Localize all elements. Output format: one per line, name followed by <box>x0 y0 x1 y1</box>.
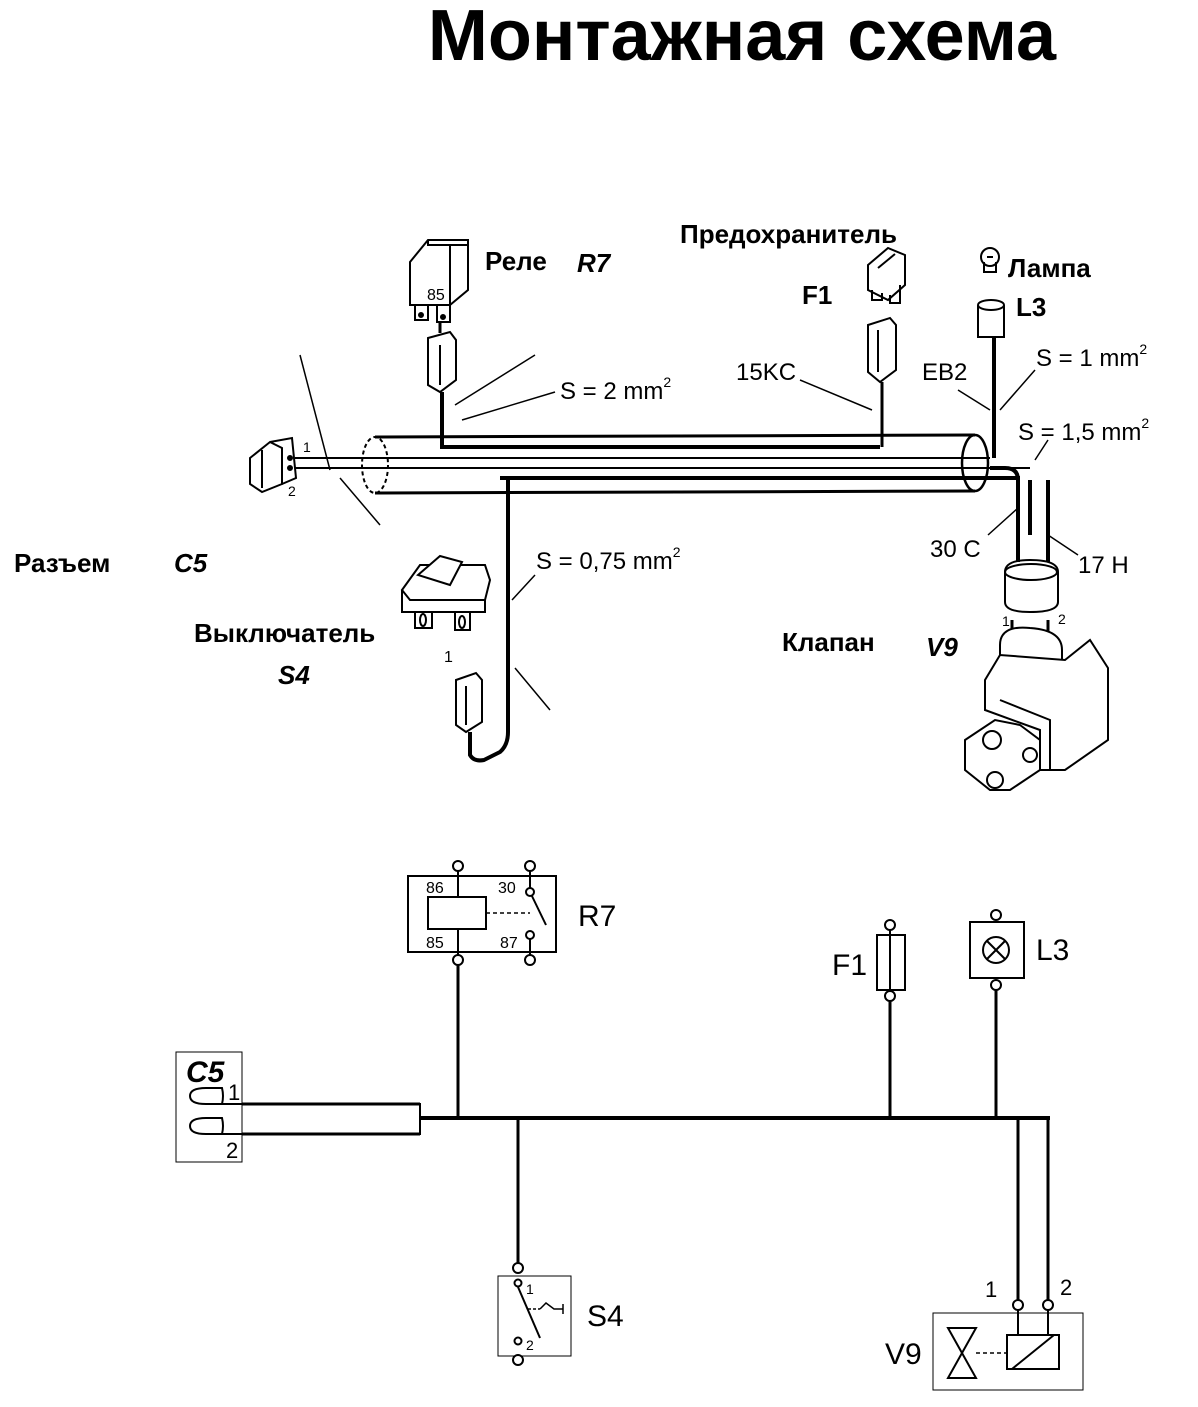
schematic-drawing <box>175 860 1084 1391</box>
coil-symbol <box>1006 1310 1060 1370</box>
schematic-connector <box>175 1051 420 1163</box>
valve-symbol <box>946 1327 978 1379</box>
switch-connector <box>455 480 510 763</box>
lamp-socket-icon <box>977 299 1005 458</box>
valve-wire-b: 17 H <box>1078 552 1129 579</box>
relay-word: Реле <box>485 246 547 276</box>
lamp-bulb-icon <box>980 247 1000 273</box>
lamp-code: L3 <box>1016 292 1046 322</box>
switch-code: S4 <box>278 660 310 690</box>
crossed-lamp-symbol <box>969 909 1025 1118</box>
wire-section-valve: S = 1,5 mm2 <box>1018 415 1149 446</box>
connector-word: Разъем <box>14 548 110 578</box>
schem-connector-pin-2: 2 <box>226 1138 238 1163</box>
valve-word: Клапан <box>782 627 875 657</box>
valve-pin-1: 1 <box>1002 613 1010 629</box>
lamp-wire-code: EB2 <box>922 359 967 386</box>
schem-valve-pin-1: 1 <box>985 1277 997 1302</box>
schematic-valve <box>932 1118 1084 1391</box>
valve-code: V9 <box>926 632 958 662</box>
schem-relay-pin-86: 86 <box>426 880 444 897</box>
valve-wire-a: 30 C <box>930 536 981 563</box>
leader-lines <box>299 354 1079 711</box>
connector-pin-2: 2 <box>288 483 296 499</box>
connector-code: C5 <box>174 548 208 578</box>
relay-pin-85: 85 <box>427 287 445 304</box>
schem-valve-pin-2: 2 <box>1060 1275 1072 1300</box>
wire-section-switch: S = 0,75 mm2 <box>536 544 681 575</box>
fuse-wire-code: 15KC <box>736 359 796 386</box>
connector-plug-icon <box>249 436 298 494</box>
schem-relay-pin-87: 87 <box>500 935 518 952</box>
relay-connector <box>427 330 457 447</box>
rocker-switch-icon <box>400 554 492 631</box>
schem-relay-code: R7 <box>578 900 616 933</box>
switch-pin-1: 1 <box>444 649 453 666</box>
wire-section-lamp: S = 1 mm2 <box>1036 341 1147 372</box>
schem-valve-code: V9 <box>885 1338 922 1371</box>
solenoid-valve-icon <box>964 466 1109 791</box>
lamp-word: Лампа <box>1008 253 1091 283</box>
fuse-connector <box>867 316 897 447</box>
relay-code: R7 <box>577 248 612 278</box>
fuse-icon <box>867 246 906 304</box>
wire-section-relay: S = 2 mm2 <box>560 374 671 405</box>
valve-pin-2: 2 <box>1058 611 1066 627</box>
schem-fuse-code: F1 <box>832 949 867 982</box>
harness-tube <box>295 433 1030 495</box>
schem-relay-pin-85: 85 <box>426 935 444 952</box>
schem-switch-code: S4 <box>587 1300 624 1333</box>
schem-relay-pin-30: 30 <box>498 880 516 897</box>
switch-word: Выключатель <box>194 618 375 648</box>
fuse-code: F1 <box>802 280 832 310</box>
schematic-relay <box>407 860 557 1118</box>
schem-connector-code: C5 <box>186 1056 226 1089</box>
connector-pin-1: 1 <box>303 439 311 455</box>
relay-icon <box>409 239 469 333</box>
schem-lamp-code: L3 <box>1036 934 1069 967</box>
assembly-drawing: 85 <box>249 239 1109 791</box>
schem-switch-pin-2: 2 <box>526 1337 534 1353</box>
schematic-fuse <box>876 919 906 1118</box>
schem-switch-pin-1: 1 <box>526 1281 534 1297</box>
schem-connector-pin-1: 1 <box>228 1080 240 1105</box>
fuse-word: Предохранитель <box>680 219 897 249</box>
schematic-switch <box>497 1118 572 1366</box>
page-title: Монтажная схема <box>428 0 1057 76</box>
